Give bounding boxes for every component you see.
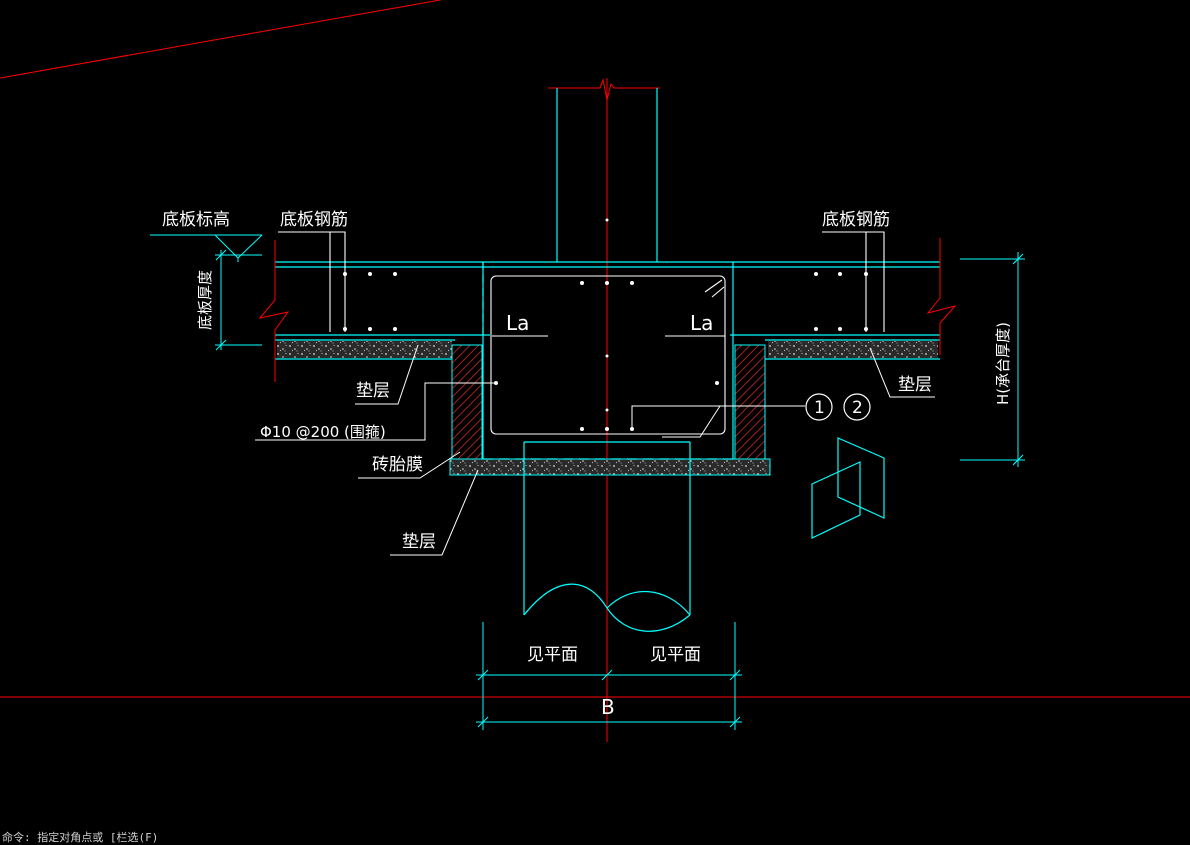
cushion-right-fill [768, 341, 938, 358]
rebar-dots [343, 218, 868, 431]
callout-circle-2 [843, 393, 871, 421]
cushion-left-fill [277, 341, 452, 358]
label-floor-thickness: 底板厚度 [196, 270, 214, 330]
label-la-left: La [506, 311, 529, 335]
label-width-b: B [601, 695, 615, 719]
label-la-right: La [690, 311, 713, 335]
column-upper [556, 88, 658, 262]
dimension-cap-thickness [960, 252, 1025, 467]
dimension-b [476, 622, 742, 730]
label-cushion-right: 垫层 [898, 375, 932, 395]
elevation-marker [150, 234, 263, 262]
label-callout-2: 2 [852, 398, 863, 418]
label-see-plan-right: 见平面 [650, 645, 701, 665]
brick-mold-right [734, 344, 766, 460]
callout-circle-1 [805, 393, 833, 421]
axis-break-mark [548, 78, 660, 101]
pile [523, 441, 691, 632]
label-cap-thickness: H(承台厚度) [994, 322, 1012, 405]
label-brick-mold: 砖胎膜 [372, 455, 423, 475]
brick-mold-left [451, 344, 483, 460]
pile-cap-outline [482, 262, 734, 460]
cushion-bottom-outline [449, 458, 771, 476]
leaders [255, 231, 935, 556]
label-callout-1: 1 [814, 398, 825, 418]
label-cushion-left: 垫层 [356, 381, 390, 401]
dimension-floor-thickness [215, 249, 262, 351]
ucs-icon [811, 437, 885, 539]
slab-break-right [926, 238, 957, 355]
floor-slab [275, 261, 940, 360]
slab-break-left [258, 240, 290, 382]
red-reference-line-top [0, 0, 441, 79]
cushion-bottom-fill [450, 459, 770, 475]
label-floor-rebar-right: 底板钢筋 [822, 210, 890, 230]
label-stirrup: Φ10 @200 (围箍) [260, 423, 386, 441]
label-cushion-bottom: 垫层 [402, 532, 436, 552]
label-floor-rebar-left: 底板钢筋 [280, 210, 348, 230]
label-see-plan-left: 见平面 [527, 645, 578, 665]
label-floor-elevation: 底板标高 [162, 210, 230, 230]
command-line-status: 命令: 指定对角点或 [栏选(F) [2, 831, 159, 844]
